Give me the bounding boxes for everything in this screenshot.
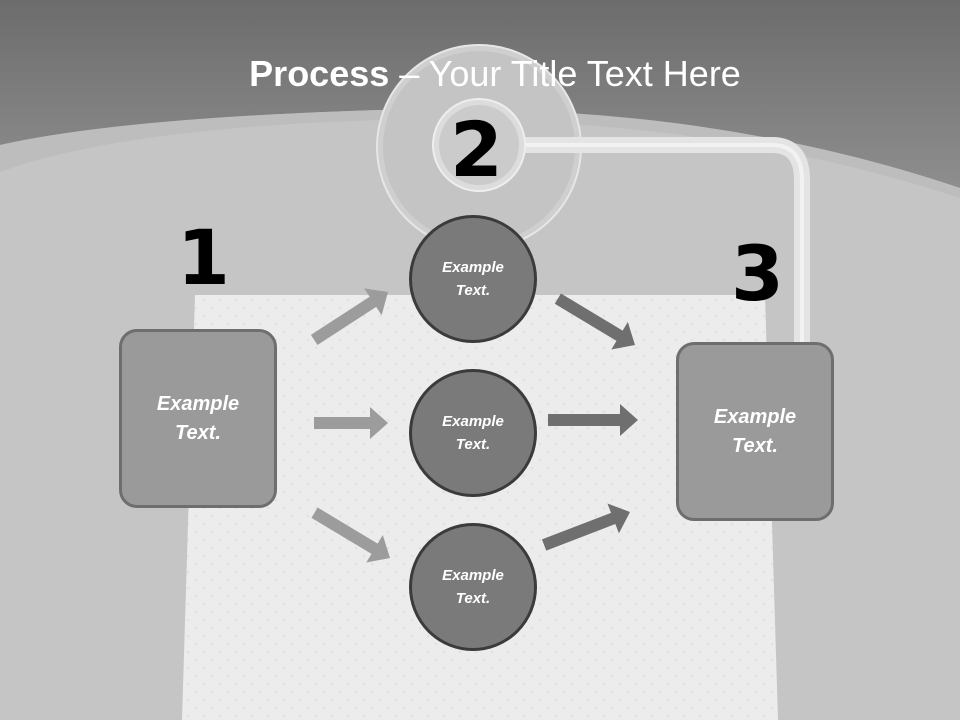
arrows-right: [541, 293, 638, 551]
step-number-1: 1: [177, 213, 230, 302]
arrow-down-right: [554, 293, 635, 350]
step-circle-middle: Example Text.: [409, 369, 537, 497]
arrows-left: [310, 288, 390, 563]
arrow-right-left: [314, 407, 388, 439]
step-circle-top: Example Text.: [409, 215, 537, 343]
arrow-up-right: [541, 503, 630, 551]
arrow-right-right: [548, 404, 638, 436]
title-rest: – Your Title Text Here: [389, 53, 741, 94]
step-circle-bottom: Example Text.: [409, 523, 537, 651]
step-circle-bottom-text: Example Text.: [442, 567, 504, 607]
arrow-down-left: [311, 507, 390, 563]
step-circle-middle-text: Example Text.: [442, 413, 504, 453]
step-circle-top-text: Example Text.: [442, 259, 504, 299]
slide-title: Process – Your Title Text Here: [0, 52, 960, 96]
arrow-up-left: [310, 288, 388, 345]
step-number-2: 2: [450, 105, 503, 194]
step-box-3: Example Text.: [676, 342, 834, 521]
step-box-1: Example Text.: [119, 329, 277, 508]
step-box-1-text: Example Text.: [156, 392, 240, 444]
title-bold: Process: [249, 53, 390, 94]
step-number-3: 3: [731, 229, 784, 318]
step-box-3-text: Example Text.: [713, 405, 797, 457]
